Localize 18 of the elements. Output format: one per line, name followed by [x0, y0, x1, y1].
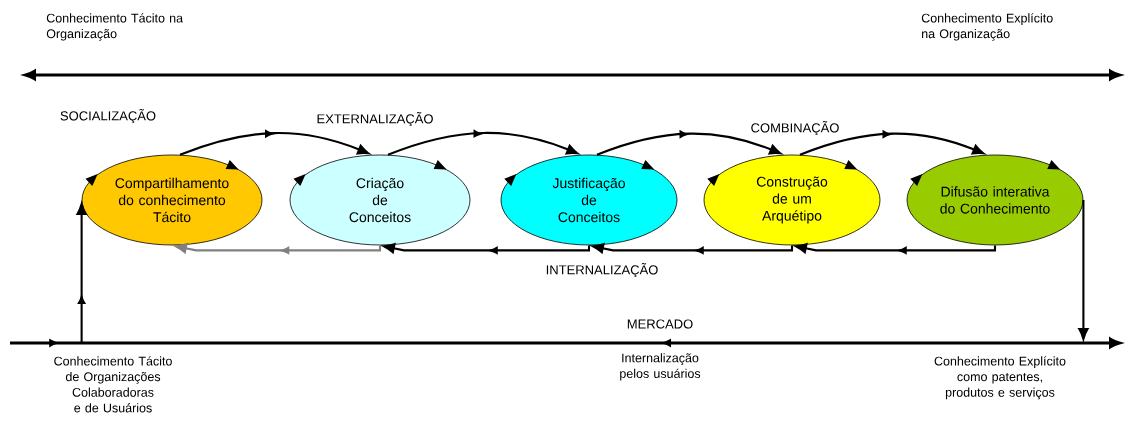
arrow	[382, 243, 591, 255]
arrow	[799, 130, 985, 156]
text-label: Conhecimento Explícito como patentes, produtos e serviços	[934, 356, 1066, 400]
arrow	[591, 243, 794, 255]
text-label: MERCADO	[627, 319, 693, 329]
text-label: INTERNALIZAÇÃO	[546, 262, 658, 278]
arrow	[596, 130, 782, 156]
arrow	[387, 130, 579, 156]
text-label: Conhecimento Tácito na Organização	[46, 13, 184, 41]
arrow	[174, 243, 382, 255]
text-label: EXTERNALIZAÇÃO	[317, 111, 433, 127]
text-label: Conhecimento Tácito de Organizações Colaboradoras e de Usuários	[54, 356, 172, 413]
arrow	[794, 243, 997, 255]
text-label: SOCIALIZAÇÃO	[60, 108, 156, 124]
text-label: COMBINAÇÃO	[751, 120, 839, 136]
text-label: Conhecimento Explícito na Organização	[921, 13, 1053, 41]
arrow	[179, 130, 370, 156]
text-label: Internalização pelos usuários	[620, 353, 701, 381]
